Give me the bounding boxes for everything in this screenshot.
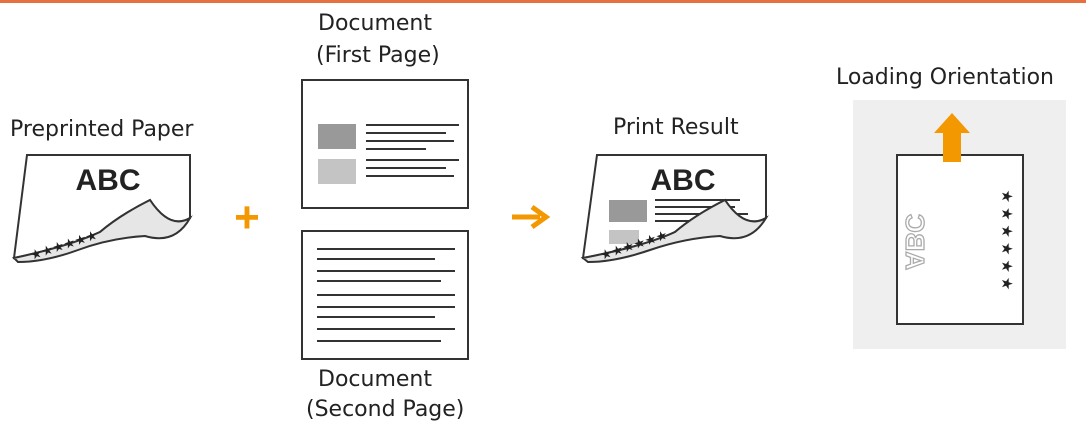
image-block-dark: [318, 124, 356, 149]
print-result-image-dark: [609, 200, 647, 222]
text-line: [317, 280, 441, 282]
document-second-page: [301, 230, 469, 360]
text-line: [366, 167, 446, 169]
document-second-label-line2: (Second Page): [306, 397, 465, 422]
up-arrow-icon: [934, 113, 970, 162]
right-arrow-icon: [512, 204, 551, 230]
text-line: [317, 294, 455, 296]
preprinted-paper-label: Preprinted Paper: [10, 117, 194, 142]
text-line: [317, 328, 455, 330]
loading-abc-text: ABC: [900, 214, 930, 271]
image-block-light: [318, 159, 356, 184]
top-accent-line: [0, 0, 1086, 3]
text-line: [366, 159, 459, 161]
text-line: [366, 148, 426, 150]
text-line: [366, 132, 446, 134]
text-line: [317, 258, 435, 260]
document-second-label-line1: Document: [318, 367, 432, 392]
print-result-label: Print Result: [613, 115, 739, 140]
loading-orientation-label: Loading Orientation: [836, 65, 1054, 90]
print-result-image-light: [609, 230, 639, 244]
text-line: [317, 340, 441, 342]
loading-orientation-panel: ABC ★★★★★★: [853, 100, 1066, 349]
loaded-sheet: [896, 154, 1024, 325]
text-line: [317, 306, 455, 308]
text-line: [366, 175, 454, 177]
document-first-page: [301, 79, 469, 209]
text-line: [317, 316, 435, 318]
text-line: [366, 124, 459, 126]
print-result-sheet: ABC ★★★★★★: [580, 154, 769, 264]
text-line: [366, 140, 454, 142]
preprinted-abc-text: ABC: [76, 164, 141, 197]
text-line: [317, 248, 455, 250]
document-first-label-line2: (First Page): [316, 43, 440, 68]
loading-star-marks: ★★★★★★: [998, 190, 1016, 295]
print-result-abc-text: ABC: [651, 164, 716, 197]
text-line: [317, 270, 455, 272]
preprinted-paper-sheet: ABC ★★★★★★: [11, 154, 193, 264]
plus-icon: +: [234, 193, 260, 242]
document-first-label-line1: Document: [318, 11, 432, 36]
